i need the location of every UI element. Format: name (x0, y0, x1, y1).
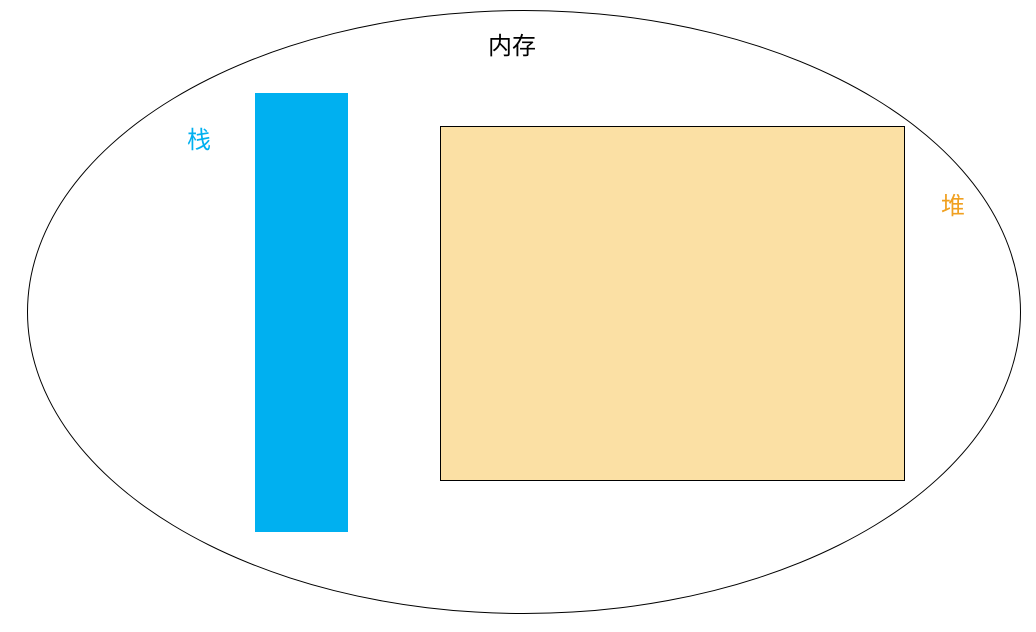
heap-block (440, 126, 905, 481)
heap-label: 堆 (941, 192, 965, 220)
stack-label: 栈 (187, 126, 211, 154)
stack-block (255, 93, 348, 532)
memory-region (27, 10, 1021, 614)
memory-label: 内存 (488, 32, 536, 60)
